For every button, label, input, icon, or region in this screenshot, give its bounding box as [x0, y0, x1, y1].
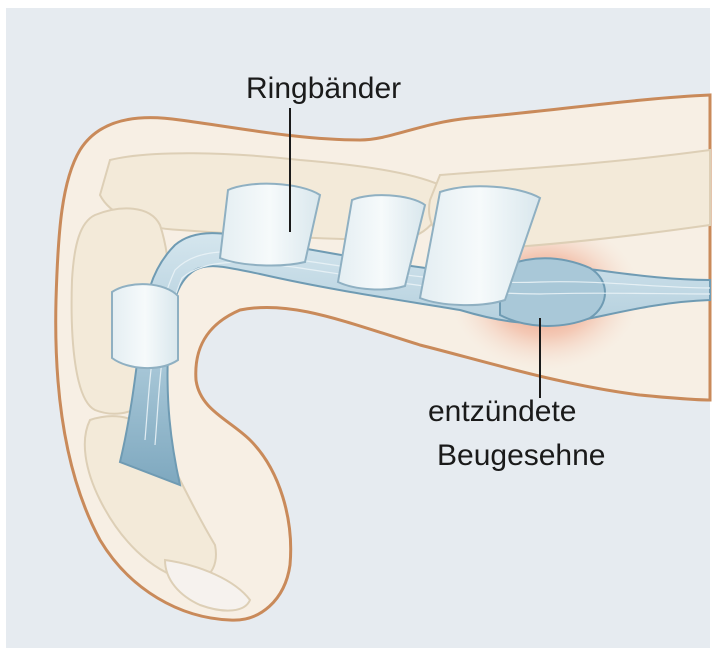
label-ringbaender: Ringbänder	[246, 74, 401, 104]
ligament-a2	[220, 184, 320, 266]
label-tendon-line2: Beugesehne	[437, 441, 606, 471]
ligament-a1	[112, 284, 178, 368]
label-tendon-line1: entzündete	[428, 397, 576, 427]
